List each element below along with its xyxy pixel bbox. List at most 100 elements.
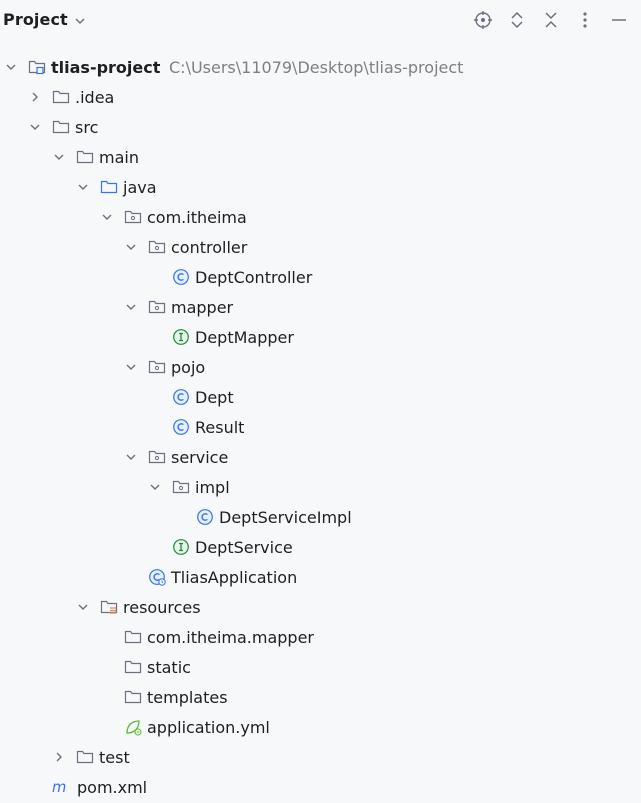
chevron-down-icon (74, 15, 86, 27)
class-icon (172, 388, 190, 406)
hide-panel-icon[interactable] (609, 10, 629, 30)
panel-toolbar (473, 10, 629, 30)
folder-icon (124, 658, 142, 676)
chevron-right-icon[interactable] (52, 750, 66, 764)
tree-node-test[interactable]: test (0, 742, 641, 772)
tree-node-label: DeptMapper (195, 327, 294, 347)
folder-icon (124, 688, 142, 706)
tree-node-impl[interactable]: impl (0, 472, 641, 502)
tree-node-label: java (123, 177, 157, 197)
tree-node-label: pom.xml (77, 777, 148, 797)
tree-node-idea[interactable]: .idea (0, 82, 641, 112)
package-icon (172, 478, 190, 496)
folder-icon (52, 118, 70, 136)
tree-node-label: test (99, 747, 130, 767)
folder-icon (76, 748, 94, 766)
package-icon (148, 358, 166, 376)
package-icon (148, 448, 166, 466)
tree-node-src[interactable]: src (0, 112, 641, 142)
chevron-down-icon[interactable] (124, 450, 138, 464)
package-icon (124, 208, 142, 226)
tree-node-label: com.itheima (147, 207, 247, 227)
tree-node-label: mapper (171, 297, 234, 317)
tree-node-label: controller (171, 237, 248, 257)
chevron-down-icon[interactable] (4, 60, 18, 74)
project-view-selector[interactable]: Project (3, 10, 86, 29)
resources-folder-icon (100, 598, 118, 616)
folder-icon (76, 148, 94, 166)
tree-node-label: resources (123, 597, 201, 617)
interface-icon (172, 538, 190, 556)
yaml-file-icon (124, 718, 142, 736)
chevron-down-icon[interactable] (124, 360, 138, 374)
tree-node-mapper[interactable]: mapper (0, 292, 641, 322)
interface-icon (172, 328, 190, 346)
tree-node-label: .idea (75, 87, 115, 107)
project-tree: tlias-project C:\Users\11079\Desktop\tlia… (0, 52, 641, 802)
folder-icon (124, 628, 142, 646)
chevron-down-icon[interactable] (124, 300, 138, 314)
tree-node-tlias-project[interactable]: tlias-project C:\Users\11079\Desktop\tlia… (0, 52, 641, 82)
chevron-down-icon[interactable] (28, 120, 42, 134)
tree-node-java[interactable]: java (0, 172, 641, 202)
tree-node-result[interactable]: Result (0, 412, 641, 442)
panel-header: Project (0, 0, 641, 44)
chevron-down-icon[interactable] (76, 600, 90, 614)
tree-node-deptcontroller[interactable]: DeptController (0, 262, 641, 292)
tree-node-label: tlias-project (51, 57, 161, 77)
tree-node-pom-xml[interactable]: m pom.xml (0, 772, 641, 802)
expand-all-icon[interactable] (507, 10, 527, 30)
tree-node-label: pojo (171, 357, 206, 377)
chevron-right-icon[interactable] (28, 90, 42, 104)
tree-node-label: Dept (195, 387, 234, 407)
tree-node-pojo[interactable]: pojo (0, 352, 641, 382)
source-folder-icon (100, 178, 118, 196)
tree-node-controller[interactable]: controller (0, 232, 641, 262)
chevron-down-icon[interactable] (124, 240, 138, 254)
tree-node-resources[interactable]: resources (0, 592, 641, 622)
tree-node-label: application.yml (147, 717, 270, 737)
tree-node-deptservice[interactable]: DeptService (0, 532, 641, 562)
tree-node-label: impl (195, 477, 230, 497)
tree-node-com-itheima-mapper[interactable]: com.itheima.mapper (0, 622, 641, 652)
app-class-icon (148, 568, 166, 586)
more-options-icon[interactable] (575, 10, 595, 30)
tree-node-label: static (147, 657, 191, 677)
tree-node-static[interactable]: static (0, 652, 641, 682)
collapse-all-icon[interactable] (541, 10, 561, 30)
tree-node-label: DeptServiceImpl (219, 507, 352, 527)
tree-node-deptmapper[interactable]: DeptMapper (0, 322, 641, 352)
svg-text:m: m (52, 779, 66, 796)
chevron-down-icon[interactable] (100, 210, 114, 224)
tree-node-application-yml[interactable]: application.yml (0, 712, 641, 742)
chevron-down-icon[interactable] (52, 150, 66, 164)
tree-node-label: TliasApplication (171, 567, 298, 587)
tree-node-tliasapplication[interactable]: TliasApplication (0, 562, 641, 592)
tree-node-main[interactable]: main (0, 142, 641, 172)
maven-file-icon: m (52, 778, 70, 796)
tree-node-label: templates (147, 687, 228, 707)
package-icon (148, 238, 166, 256)
tree-node-label: service (171, 447, 229, 467)
tree-node-templates[interactable]: templates (0, 682, 641, 712)
chevron-down-icon[interactable] (148, 480, 162, 494)
module-folder-icon (28, 58, 46, 76)
package-icon (148, 298, 166, 316)
locate-icon[interactable] (473, 10, 493, 30)
tree-node-label: DeptController (195, 267, 313, 287)
tree-node-label: Result (195, 417, 245, 437)
class-icon (172, 418, 190, 436)
tree-node-deptserviceimpl[interactable]: DeptServiceImpl (0, 502, 641, 532)
tree-node-label: src (75, 117, 99, 137)
tree-node-label: DeptService (195, 537, 293, 557)
panel-title: Project (3, 10, 68, 29)
class-icon (196, 508, 214, 526)
tree-node-service[interactable]: service (0, 442, 641, 472)
project-path-hint: C:\Users\11079\Desktop\tlias-project (169, 57, 464, 77)
chevron-down-icon[interactable] (76, 180, 90, 194)
tree-node-label: main (99, 147, 139, 167)
class-icon (172, 268, 190, 286)
tree-node-com-itheima[interactable]: com.itheima (0, 202, 641, 232)
tree-node-label: com.itheima.mapper (147, 627, 315, 647)
tree-node-dept[interactable]: Dept (0, 382, 641, 412)
